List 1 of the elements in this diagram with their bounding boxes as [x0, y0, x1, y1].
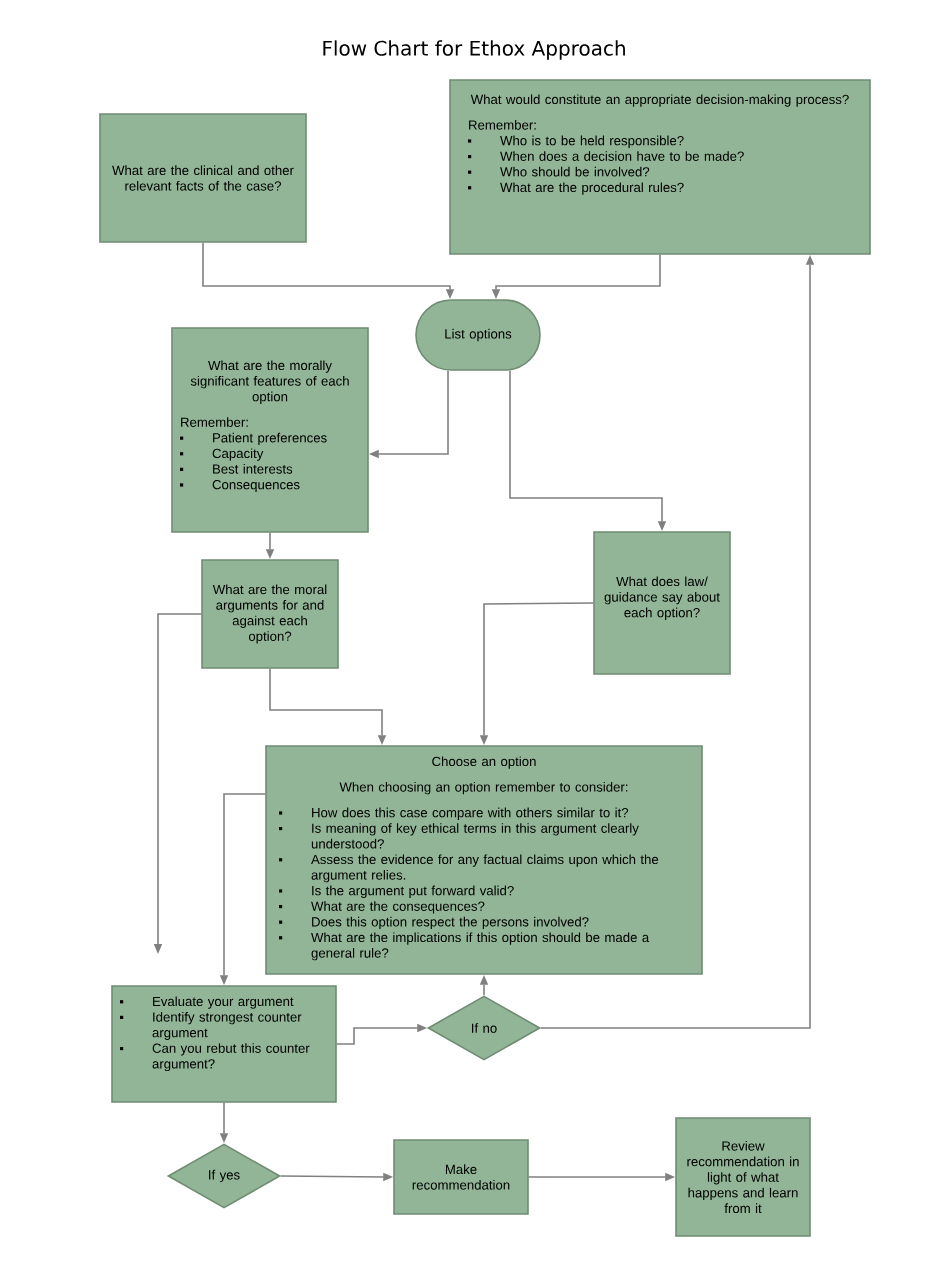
- title: Flow Chart for Ethox Approach: [323, 40, 625, 60]
